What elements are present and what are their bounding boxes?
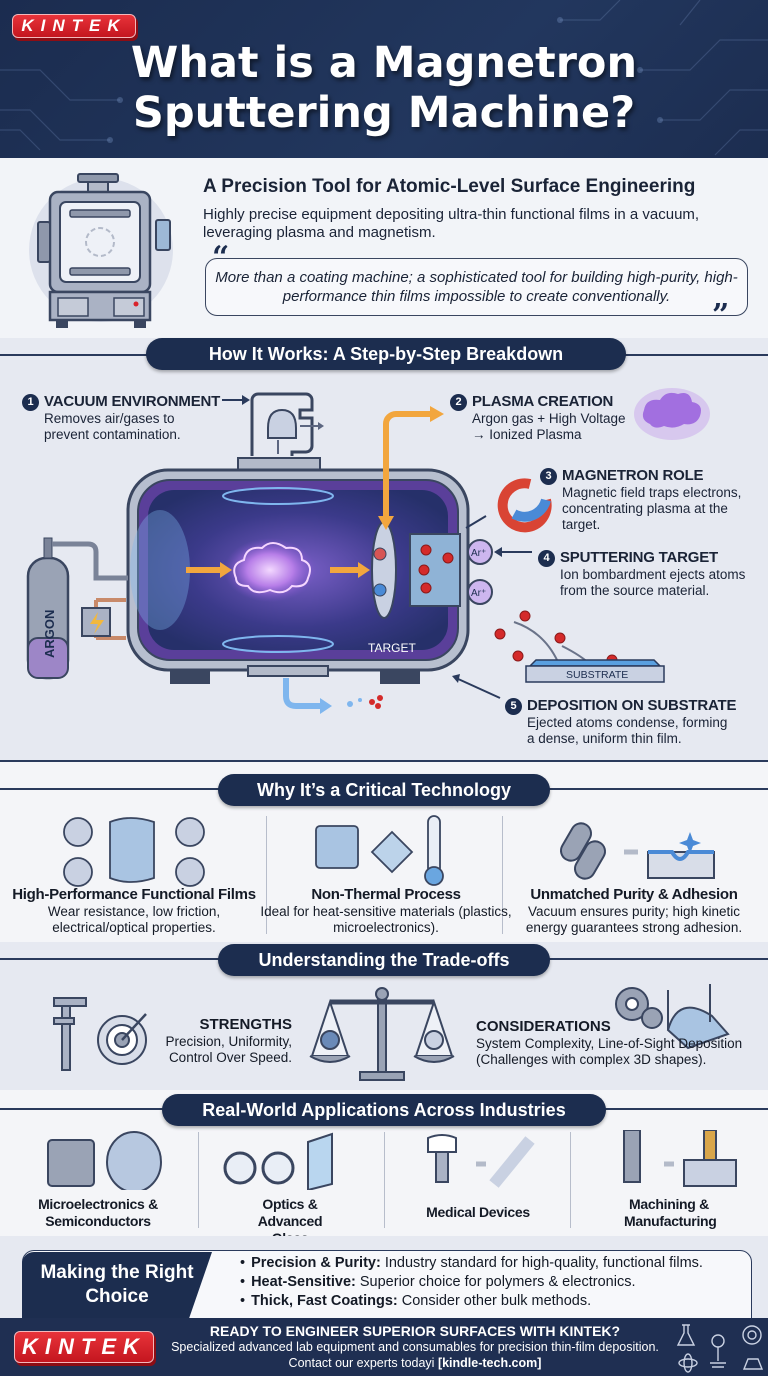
- chip-wafer-icon: [47, 1131, 162, 1190]
- functional-films-icon: [63, 817, 205, 887]
- why-section: Why It’s a Critical Technology High-Perf…: [0, 760, 768, 942]
- column-divider: [266, 816, 267, 934]
- why-item-purity: Unmatched Purity & Adhesion Vacuum ensur…: [525, 886, 743, 935]
- svg-text:TARGET: TARGET: [368, 641, 416, 655]
- open-quote-icon: “: [212, 240, 230, 275]
- website-link[interactable]: [kindle-tech.com]: [437, 1356, 542, 1370]
- chip-thermometer-icon: [315, 815, 444, 886]
- svg-text:Ar⁺: Ar⁺: [471, 548, 486, 559]
- intro-heading: A Precision Tool for Atomic-Level Surfac…: [203, 176, 696, 197]
- app-medical: Medical Devices: [426, 1204, 530, 1220]
- considerations-block: CONSIDERATIONS System Complexity, Line-o…: [476, 1018, 743, 1067]
- circuit-pattern-icon: [0, 0, 768, 156]
- kintek-logo[interactable]: KINTEK: [12, 14, 136, 38]
- svg-text:SUBSTRATE: SUBSTRATE: [566, 669, 628, 681]
- why-item-non-thermal: Non-Thermal Process Ideal for heat-sensi…: [260, 886, 512, 935]
- intro-description: Highly precise equipment depositing ultr…: [203, 206, 700, 241]
- sputtering-machine-icon: [29, 173, 173, 328]
- flask-icon: [676, 1324, 696, 1346]
- footer: KINTEK READY TO ENGINEER SUPERIOR SURFAC…: [0, 1318, 768, 1376]
- implant-stent-icon: [427, 1134, 535, 1188]
- footer-cta: READY TO ENGINEER SUPERIOR SURFACES WITH…: [209, 1323, 621, 1339]
- choice-bullet: Heat-Sensitive: Superior choice for poly…: [240, 1273, 635, 1291]
- drill-machining-icon: [623, 1130, 737, 1187]
- caliper-target-icon: [53, 997, 147, 1071]
- intro-quote-box: More than a coating machine; a sophistic…: [205, 258, 748, 316]
- why-item-films: High-Performance Functional Films Wear r…: [12, 886, 256, 935]
- sputtering-chamber-diagram: TARGET ARGON Ar⁺ Ar⁺: [26, 388, 710, 714]
- applications-section: Real-World Applications Across Industrie…: [0, 1090, 768, 1246]
- footer-contact: Contact our experts todayi [kindle-tech.…: [288, 1356, 542, 1370]
- glasses-glass-icon: [223, 1132, 333, 1190]
- intro-quote-text: More than a coating machine; a sophistic…: [215, 269, 738, 305]
- page-title: What is a Magnetron Sputtering Machine?: [130, 38, 638, 138]
- app-microelectronics: Microelectronics & Semiconductors: [38, 1196, 158, 1229]
- kintek-logo-footer[interactable]: KINTEK: [14, 1331, 154, 1363]
- balance-scale-icon: [309, 987, 455, 1081]
- choice-bullet: Precision & Purity: Industry standard fo…: [240, 1254, 703, 1272]
- tradeoffs-icons: [53, 984, 730, 1081]
- column-divider: [570, 1132, 571, 1228]
- app-machining: Machining & Manufacturing: [624, 1196, 717, 1229]
- tradeoffs-title: Understanding the Trade-offs: [218, 944, 550, 976]
- choice-title: Making the Right Choice: [22, 1252, 212, 1318]
- intro-section: A Precision Tool for Atomic-Level Surfac…: [0, 158, 768, 338]
- applications-title: Real-World Applications Across Industrie…: [162, 1094, 606, 1126]
- how-it-works-section: How It Works: A Step-by-Step Breakdown: [0, 338, 768, 760]
- svg-text:Ar⁺: Ar⁺: [471, 588, 486, 599]
- footer-text: Specialized advanced lab equipment and c…: [171, 1340, 659, 1354]
- header-banner: KINTEK What is a Magnetron Sputtering Ma…: [0, 0, 768, 158]
- tradeoffs-section: Understanding the Trade-offs STRENGTHS P…: [0, 942, 768, 1090]
- link-adhesion-icon: [560, 822, 715, 880]
- choice-bullet: Thick, Fast Coatings: Consider other bul…: [240, 1292, 591, 1310]
- svg-text:ARGON: ARGON: [42, 610, 57, 658]
- how-it-works-title: How It Works: A Step-by-Step Breakdown: [146, 338, 626, 370]
- right-choice-section: Making the Right Choice Precision & Puri…: [0, 1236, 768, 1330]
- applications-icons: [47, 1130, 737, 1190]
- why-title: Why It’s a Critical Technology: [218, 774, 550, 806]
- strengths-block: STRENGTHS Precision, Uniformity, Control…: [165, 1016, 292, 1065]
- gears-3d-shape-icon: [615, 984, 730, 1050]
- column-divider: [502, 816, 503, 934]
- vacuum-pump-icon: [237, 392, 324, 471]
- lab-equipment-icons: [676, 1324, 764, 1373]
- close-quote-icon: ”: [712, 298, 730, 333]
- column-divider: [384, 1132, 385, 1228]
- why-icons: [63, 815, 715, 887]
- column-divider: [198, 1132, 199, 1228]
